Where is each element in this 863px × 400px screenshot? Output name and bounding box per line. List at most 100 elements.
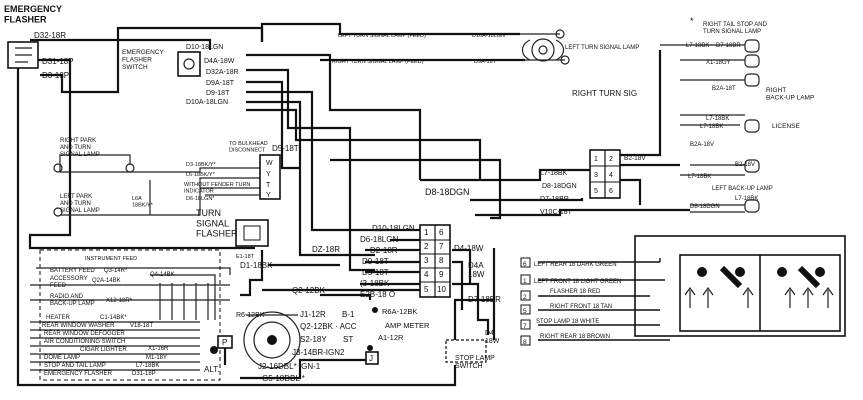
ign-s2-label: S2-18Y [300, 335, 327, 344]
rear-washer-label: REAR WINDOW WASHER [42, 323, 115, 329]
ign-st-label: ST [343, 335, 353, 344]
sw-d10a-label: D10A-18LGN [186, 99, 228, 106]
amp-meter-terminal [372, 307, 378, 313]
b2a-label: B2A-18T [712, 86, 736, 92]
legend-num-6: 8 [523, 339, 527, 346]
instrument-feed-label: INSTRUMENT FEED [85, 256, 137, 262]
ts-d6-label: D6-18LGN [360, 235, 398, 244]
lt-feed-code: D10A-18LGN [472, 33, 505, 39]
dome-code-label: M1-18Y [146, 355, 167, 361]
ign-g5-label: G5-18DBL * [262, 374, 305, 383]
thin-wires [30, 33, 745, 371]
d8-top-label: D8-18DGN [425, 187, 470, 197]
lt-feed-label: LEFT TURN SIGNAL LAMP (FEED) [338, 33, 426, 39]
ts-d10-label: D10-18LGN [372, 224, 415, 233]
legend-diagram [538, 235, 846, 341]
heater-code-label: C1-14BK* [100, 315, 127, 321]
alt-label: ALT. [204, 365, 219, 374]
pin-8: 8 [439, 256, 444, 265]
spin-1: 1 [594, 156, 598, 163]
l7-top-label: L7-18BK [686, 43, 709, 49]
bulkhead-pin-w: W [266, 160, 273, 167]
ts-g3-label: (3-18BK [360, 279, 390, 288]
r6a-label: R6A-12BK [382, 307, 417, 316]
d3-bk-label: D3-18BK/Y* [186, 162, 217, 168]
bulkhead-pin-t: T [266, 182, 271, 189]
ts-d9-label: D9-18T [362, 257, 389, 266]
spin-5: 5 [594, 188, 598, 195]
stop-lamp-switch-box [445, 339, 487, 363]
pin-10: 10 [437, 285, 446, 294]
b2-right-label: B2-18V [735, 162, 755, 168]
sw-d4a-label: D4A-18W [204, 58, 235, 65]
legend-text-6: RIGHT REAR 18 BROWN [540, 334, 610, 340]
emergency-code-label: D31-18P [132, 371, 156, 377]
b2-18v-label: B2-18V [624, 155, 646, 162]
q4-label: Q4-14BK [150, 272, 175, 278]
legend-text-4: RIGHT FRONT 18 TAN [550, 304, 612, 310]
stop-tail-label: STOP AND TAIL LAMP [44, 363, 106, 369]
right-turn-sig-label: RIGHT TURN SIG [572, 89, 637, 98]
bulkhead-connector [259, 154, 281, 200]
sw-d32a-label: D32A-18R [206, 69, 239, 76]
pin-4: 4 [424, 270, 429, 279]
ign-j3-label: J3-14BR-IGN2 [292, 348, 345, 357]
legend-text-1: LEFT REAR 18 DARK GREEN [534, 262, 617, 268]
rear-defogger-label: REAR WINDOW DEFOGGER [44, 331, 125, 337]
d31-label: D31-18P [42, 57, 74, 66]
bulkhead-pin-y: Y [266, 171, 271, 178]
ten-pin-connector [419, 224, 451, 298]
ac-switch-label: AIR CONDITIONING SWITCH [44, 339, 125, 345]
j-terminal-box [365, 351, 379, 365]
legend-num-4: 5 [523, 308, 527, 315]
l7-left-label: L7-18BK [688, 174, 711, 180]
ts-e2b-label: E2B-18 O [360, 290, 395, 299]
rear-washer-code-label: V18-18T [130, 323, 153, 329]
l7-18bk-label: L7-18BK [540, 170, 568, 177]
spin-6: 6 [609, 188, 613, 195]
d4-18w-label: D4-18W [454, 244, 484, 253]
ign-q2-label: Q2-12BK · ACC [300, 322, 357, 331]
battery-feed-label: BATTERY FEED [50, 268, 95, 274]
sw-d9-label: D9-18T [206, 90, 230, 97]
pin-9: 9 [439, 270, 444, 279]
amp-meter-label: AMP METER [385, 321, 430, 330]
heater-label: HEATER [46, 315, 71, 321]
legend-num-5: 7 [523, 323, 527, 330]
six-pin-connector [589, 149, 621, 199]
r6-label: R6-12BK [236, 312, 265, 319]
ign-j1-label: J1-12R [300, 310, 326, 319]
dz-label: DZ-18R [312, 245, 340, 254]
legend-text-2: LEFT FRONT 18 LIGHT GREEN [534, 279, 621, 285]
q2-label: Q2-12BK [292, 286, 326, 295]
l7-bot-label: L7-18BK [735, 196, 758, 202]
d3-label: D3-18P [42, 71, 69, 80]
pin-2: 2 [424, 242, 429, 251]
ign-j2-label: J2-16DBL* IGN-1 [258, 362, 321, 371]
sw-d10-label: D10-18LGN [186, 44, 223, 51]
fuse-panel-border [39, 249, 221, 381]
left-backup-label: LEFT BACK-UP LAMP [712, 186, 773, 192]
spin-2: 2 [609, 156, 613, 163]
rt-feed-code: D9A-18T [474, 59, 497, 65]
ts-d5-label: D5-18T [362, 268, 389, 277]
main-wires [16, 22, 690, 387]
ts-d2-label: D2-18R [370, 246, 398, 255]
d7-top-label: D7-18BR [716, 43, 741, 49]
flasher-switch-box [177, 51, 201, 77]
spin-4: 4 [609, 172, 613, 179]
legend-num-3: 2 [523, 294, 527, 301]
d1-label: D1-18BK [240, 261, 273, 270]
